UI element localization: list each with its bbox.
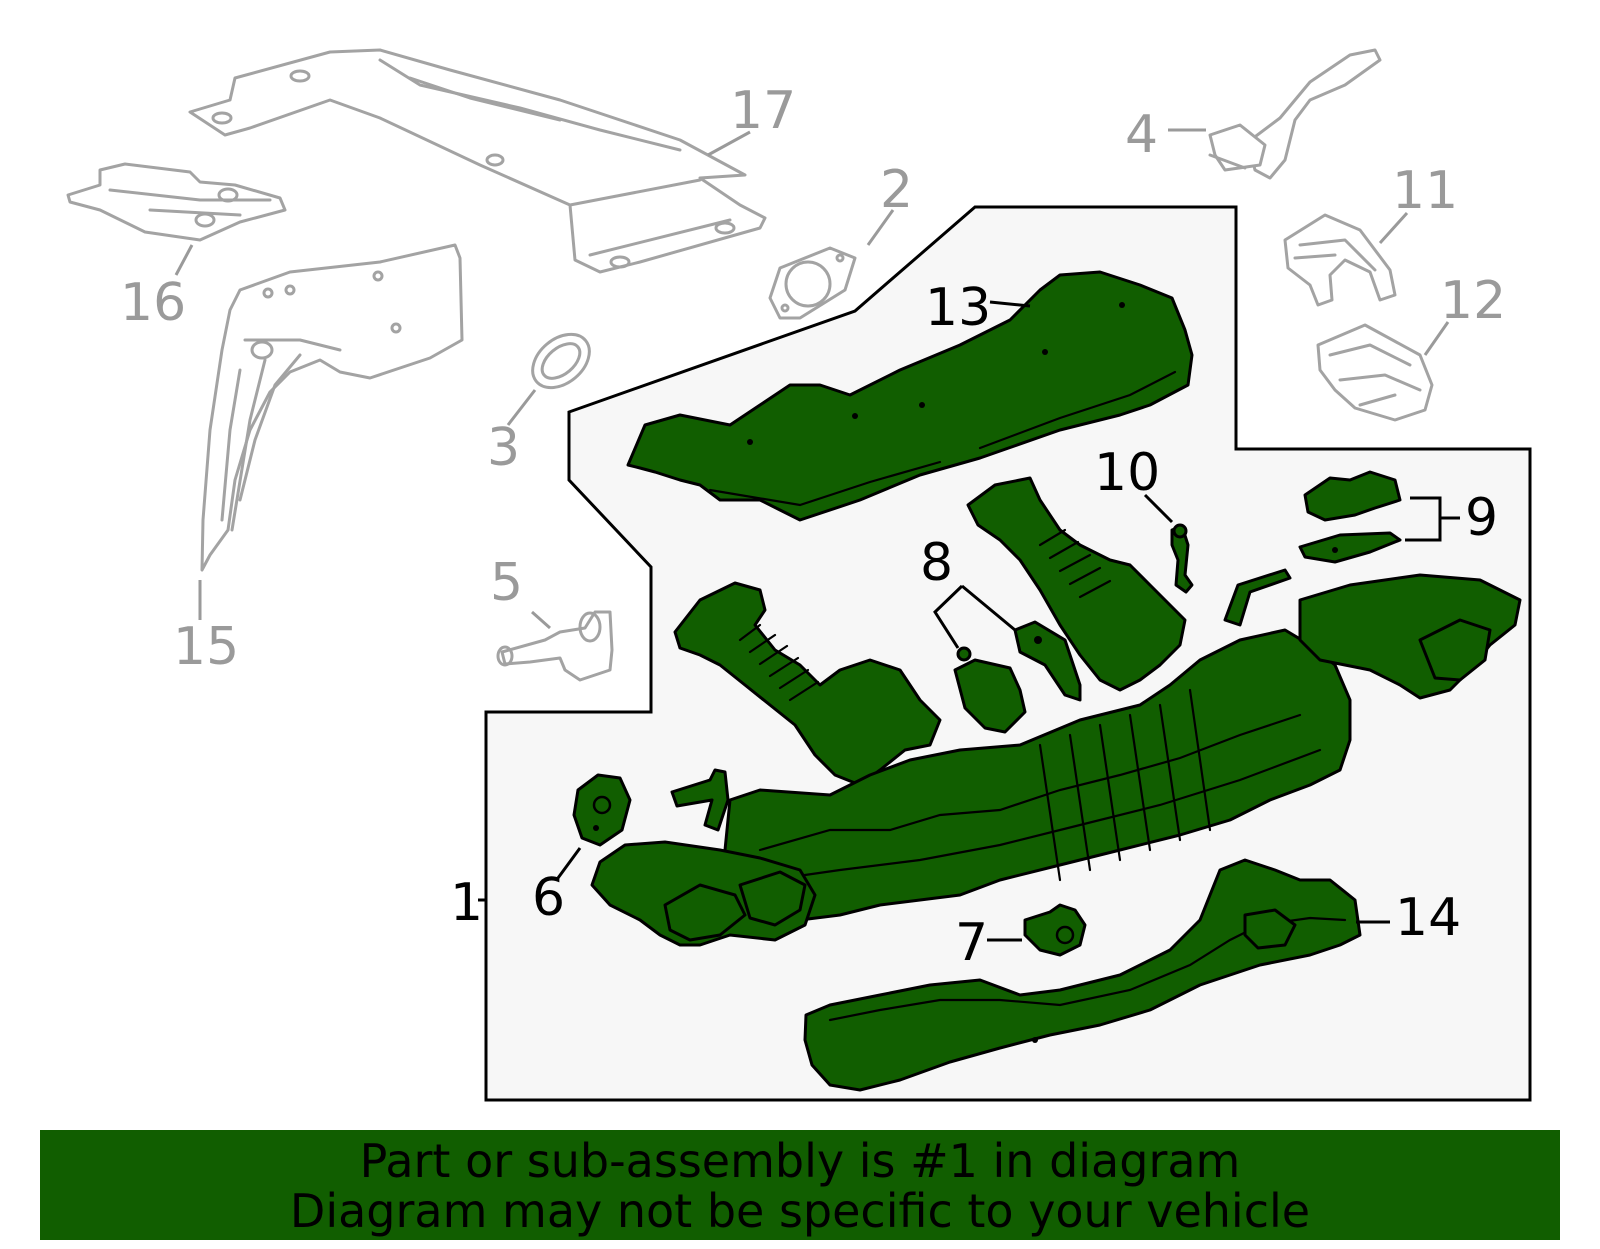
callout-labels: 1 2 3 4 5 6 7 8 9 10 11 12 13 14 15 16 1… bbox=[120, 81, 1506, 973]
part-14-heat-shield[interactable] bbox=[803, 858, 1362, 1092]
part-12-insulator[interactable] bbox=[1316, 323, 1434, 422]
part-4-hanger[interactable] bbox=[1208, 48, 1382, 180]
part-11-insulator[interactable] bbox=[1283, 213, 1397, 307]
part-1-muffler[interactable] bbox=[723, 628, 1352, 922]
callout-13[interactable]: 13 bbox=[925, 278, 991, 338]
part-7-hanger[interactable] bbox=[1023, 903, 1087, 957]
part-16-bracket[interactable] bbox=[66, 162, 287, 242]
left-inlet-pipe[interactable] bbox=[673, 581, 942, 787]
part-10-link[interactable] bbox=[1170, 523, 1194, 594]
callout-16[interactable]: 16 bbox=[120, 273, 186, 333]
callout-1[interactable]: 1 bbox=[450, 873, 483, 933]
part-9-actuator[interactable] bbox=[1298, 470, 1402, 564]
leader-lines bbox=[174, 128, 1460, 942]
callout-3[interactable]: 3 bbox=[487, 418, 520, 478]
part-17-brace[interactable] bbox=[188, 48, 767, 274]
part-5-clamp[interactable] bbox=[496, 610, 614, 682]
left-exhaust-tips[interactable] bbox=[590, 840, 817, 947]
callout-9[interactable]: 9 bbox=[1465, 488, 1498, 548]
callout-2[interactable]: 2 bbox=[880, 160, 913, 220]
right-inlet-pipe[interactable] bbox=[966, 476, 1187, 692]
part-13-heat-shield[interactable] bbox=[626, 270, 1194, 522]
left-hanger-pipe[interactable] bbox=[670, 768, 730, 832]
right-exhaust-tips[interactable] bbox=[1298, 573, 1522, 700]
callout-11[interactable]: 11 bbox=[1392, 161, 1458, 221]
callout-14[interactable]: 14 bbox=[1395, 888, 1461, 948]
callout-10[interactable]: 10 bbox=[1094, 443, 1160, 503]
part-6-isolator[interactable] bbox=[572, 773, 632, 847]
callout-5[interactable]: 5 bbox=[490, 553, 523, 613]
callout-8[interactable]: 8 bbox=[920, 533, 953, 593]
part-15-shield[interactable] bbox=[200, 243, 464, 572]
info-banner: Part or sub-assembly is #1 in diagram Di… bbox=[40, 1130, 1560, 1240]
callout-12[interactable]: 12 bbox=[1440, 271, 1506, 331]
right-hanger-pipe[interactable] bbox=[1223, 568, 1292, 627]
part-3-seal[interactable] bbox=[522, 324, 599, 399]
callout-6[interactable]: 6 bbox=[532, 868, 565, 928]
callout-17[interactable]: 17 bbox=[730, 81, 796, 141]
part-8-valve[interactable] bbox=[953, 620, 1082, 734]
part-2-gasket[interactable] bbox=[768, 246, 857, 320]
callout-7[interactable]: 7 bbox=[955, 913, 988, 973]
callout-4[interactable]: 4 bbox=[1125, 105, 1158, 165]
banner-line-2: Diagram may not be specific to your vehi… bbox=[289, 1184, 1311, 1238]
callout-15[interactable]: 15 bbox=[173, 617, 239, 677]
banner-line-1: Part or sub-assembly is #1 in diagram bbox=[359, 1134, 1241, 1188]
